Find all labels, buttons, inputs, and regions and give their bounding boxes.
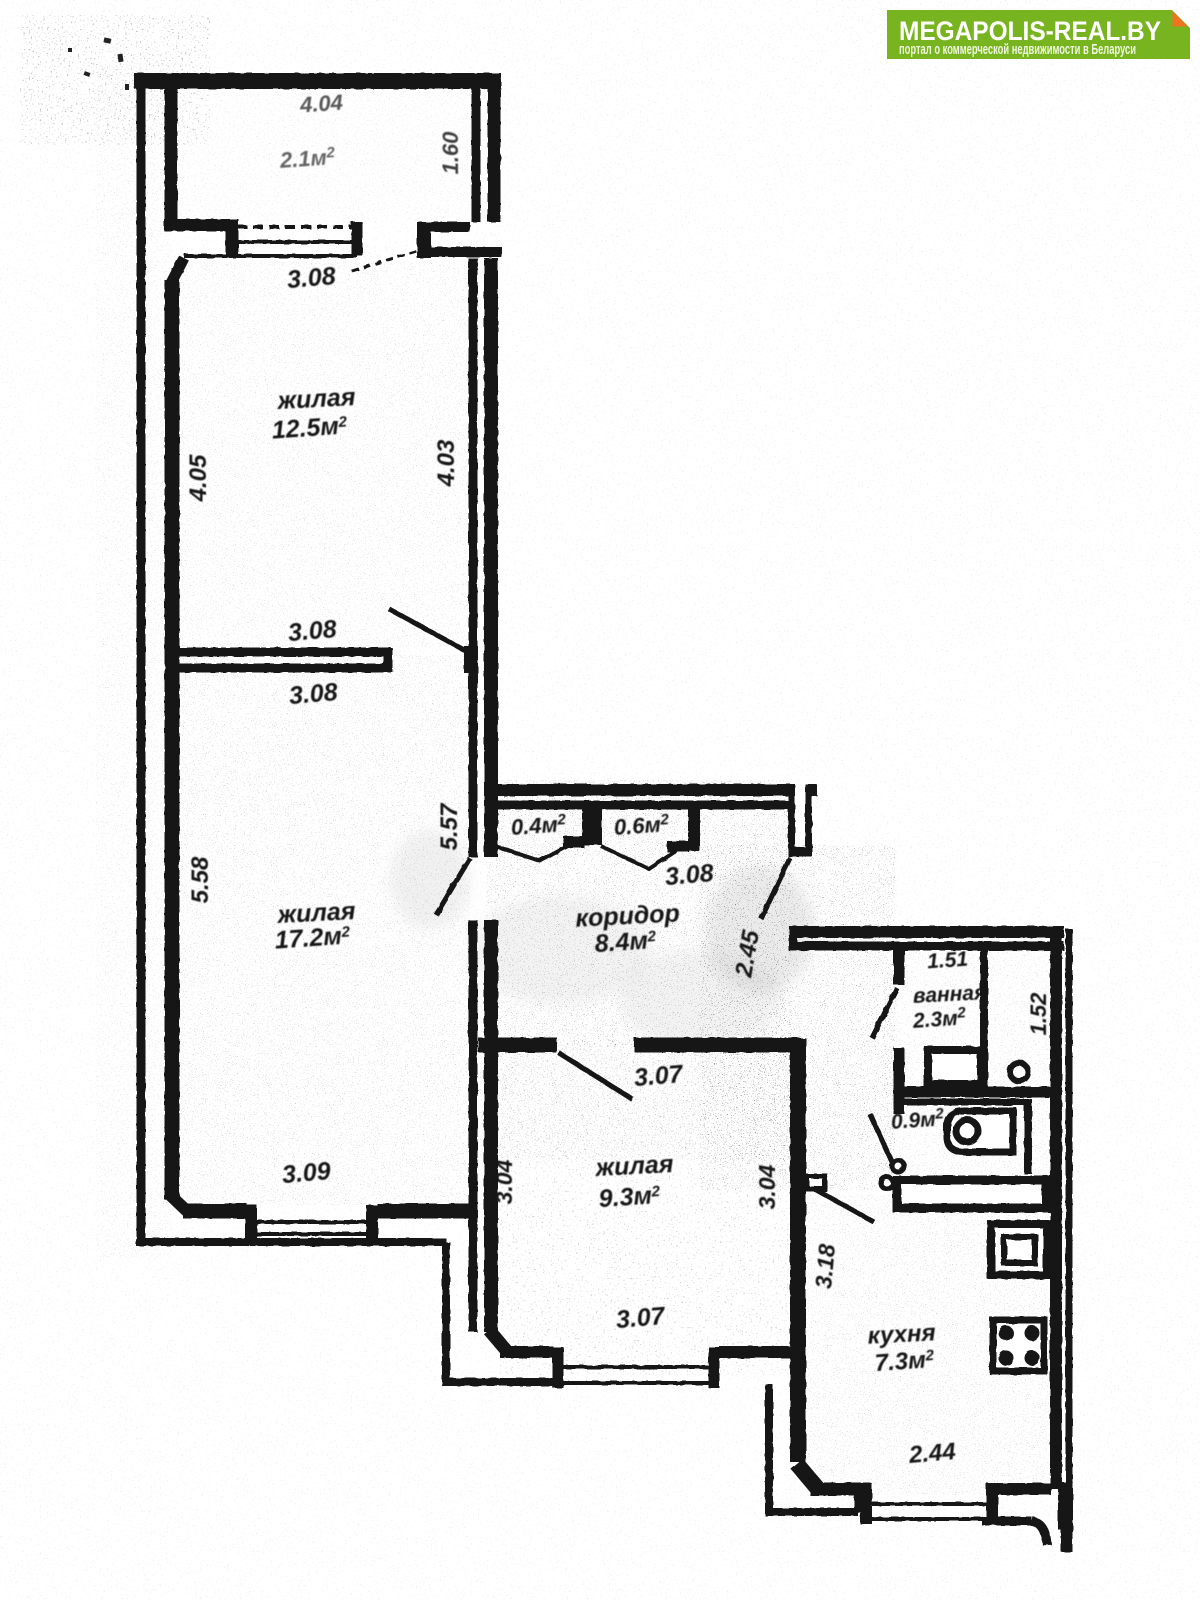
svg-text:3.08: 3.08 <box>287 615 338 647</box>
svg-text:3.08: 3.08 <box>288 678 339 710</box>
svg-text:12.5м2: 12.5м2 <box>271 411 349 444</box>
svg-text:4.05: 4.05 <box>185 454 212 502</box>
svg-text:MEGAPOLIS-REAL.BY: MEGAPOLIS-REAL.BY <box>899 16 1161 46</box>
svg-text:7.3м2: 7.3м2 <box>874 1346 936 1377</box>
svg-text:2.1м2: 2.1м2 <box>278 144 336 173</box>
svg-text:0.9м2: 0.9м2 <box>890 1105 945 1134</box>
svg-text:4.04: 4.04 <box>298 90 343 118</box>
svg-text:1.52: 1.52 <box>1026 992 1051 1036</box>
svg-text:ванная: ванная <box>912 981 987 1008</box>
svg-text:3.08: 3.08 <box>664 859 715 891</box>
svg-text:2.3м2: 2.3м2 <box>911 1004 967 1033</box>
svg-text:3.04: 3.04 <box>491 1159 517 1204</box>
svg-text:5.57: 5.57 <box>436 802 463 850</box>
svg-text:жилая: жилая <box>275 897 356 929</box>
svg-text:3.07: 3.07 <box>633 1060 685 1092</box>
svg-text:3.08: 3.08 <box>286 262 337 294</box>
svg-text:0.4м2: 0.4м2 <box>510 811 567 840</box>
svg-text:1.60: 1.60 <box>438 131 463 175</box>
svg-text:5.58: 5.58 <box>187 856 214 903</box>
svg-text:кухня: кухня <box>867 1319 936 1350</box>
svg-text:3.07: 3.07 <box>615 1302 667 1334</box>
svg-text:жилая: жилая <box>593 1150 674 1182</box>
svg-text:3.04: 3.04 <box>754 1164 780 1209</box>
svg-text:жилая: жилая <box>275 383 356 415</box>
svg-text:портал о коммерческой недвижим: портал о коммерческой недвижимости в Бел… <box>899 41 1136 58</box>
svg-text:8.4м2: 8.4м2 <box>594 926 658 958</box>
svg-text:коридор: коридор <box>575 899 681 932</box>
svg-text:3.09: 3.09 <box>281 1157 332 1189</box>
svg-text:9.3м2: 9.3м2 <box>598 1181 662 1213</box>
svg-text:0.6м2: 0.6м2 <box>613 811 670 840</box>
svg-text:1.51: 1.51 <box>926 948 968 974</box>
svg-text:17.2м2: 17.2м2 <box>274 921 352 954</box>
svg-text:4.03: 4.03 <box>433 439 460 487</box>
svg-text:2.44: 2.44 <box>907 1438 957 1469</box>
svg-text:3.18: 3.18 <box>810 1243 840 1290</box>
